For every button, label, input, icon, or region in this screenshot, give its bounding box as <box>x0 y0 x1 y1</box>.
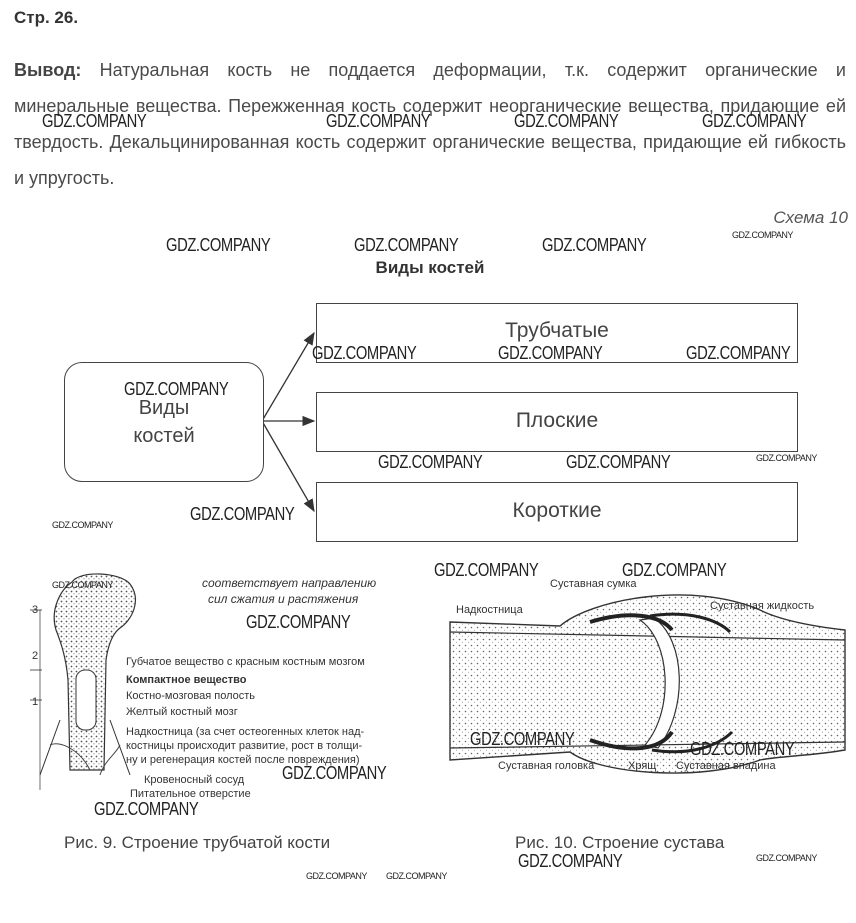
label-nutrient-foramen: Питательное отверстие <box>130 788 251 800</box>
watermark: GDZ.COMPANY <box>622 560 727 580</box>
arrow-to-tubular <box>261 331 315 422</box>
watermark: GDZ.COMPANY <box>190 504 295 524</box>
bone-part-number-1: 1 <box>32 696 39 708</box>
conclusion-paragraph: Вывод: Натуральная кость не поддается де… <box>14 52 846 196</box>
label-spongy-substance: Губчатое вещество с красным костным мозг… <box>126 656 365 668</box>
watermark: GDZ.COMPANY <box>732 230 793 240</box>
label-periosteum-1: Надкостница (за счет остеогенных клеток … <box>126 726 365 738</box>
source-line-2: костей <box>133 425 195 447</box>
figure-10-caption: Рис. 10. Строение сустава <box>515 833 725 852</box>
watermark: GDZ.COMPANY <box>542 235 647 255</box>
watermark: GDZ.COMPANY <box>282 763 387 783</box>
watermark: GDZ.COMPANY <box>756 453 817 463</box>
watermark: GDZ.COMPANY <box>702 111 807 131</box>
target-box-flat: Плоские <box>316 392 798 452</box>
label-blood-vessel: Кровеносный сосуд <box>144 774 245 786</box>
target-box-short: Короткие <box>316 482 798 542</box>
watermark: GDZ.COMPANY <box>52 580 113 590</box>
label-compact-substance: Компактное вещество <box>126 674 247 686</box>
tubular-bone-drawing <box>30 573 136 790</box>
figure-tubular-bone: 3 2 1 соответствует направлению сил сжат… <box>20 570 430 830</box>
page-number: Стр. 26. <box>14 8 79 27</box>
watermark: GDZ.COMPANY <box>690 739 795 759</box>
watermark: GDZ.COMPANY <box>756 853 817 863</box>
label-synovial-fluid: Суставная жидкость <box>710 600 815 612</box>
label-joint-head: Суставная головка <box>498 760 595 772</box>
watermark: GDZ.COMPANY <box>514 111 619 131</box>
watermark: GDZ.COMPANY <box>166 235 271 255</box>
watermark: GDZ.COMPANY <box>518 851 623 871</box>
fig9-top-text-2: сил сжатия и растяжения <box>208 592 359 606</box>
watermark: GDZ.COMPANY <box>94 799 199 819</box>
bone-part-number-3: 3 <box>32 604 39 616</box>
watermark: GDZ.COMPANY <box>686 343 791 363</box>
label-periosteum: Надкостница <box>456 604 523 616</box>
watermark: GDZ.COMPANY <box>124 379 229 399</box>
watermark: GDZ.COMPANY <box>354 235 459 255</box>
watermark: GDZ.COMPANY <box>378 452 483 472</box>
watermark: GDZ.COMPANY <box>42 111 147 131</box>
watermark: GDZ.COMPANY <box>306 871 367 881</box>
watermark: GDZ.COMPANY <box>498 343 603 363</box>
joint-drawing <box>449 594 846 774</box>
label-marrow-cavity: Костно-мозговая полость <box>126 690 256 702</box>
watermark: GDZ.COMPANY <box>386 871 447 881</box>
figure-joint: Суставная сумка Суставная жидкость Надко… <box>440 560 850 780</box>
conclusion-label: Вывод: <box>14 60 82 80</box>
conclusion-text: Натуральная кость не поддается деформаци… <box>14 60 846 188</box>
label-yellow-marrow: Желтый костный мозг <box>126 706 238 718</box>
target-box-tubular: Трубчатые <box>316 303 798 363</box>
label-joint-socket: Суставная впадина <box>676 760 776 772</box>
label-periosteum-3: ну и регенерация костей после повреждени… <box>126 754 360 766</box>
watermark: GDZ.COMPANY <box>434 560 539 580</box>
watermark: GDZ.COMPANY <box>52 520 113 530</box>
watermark: GDZ.COMPANY <box>326 111 431 131</box>
fig9-top-text-1: соответствует направлению <box>202 576 377 590</box>
scheme-label: Схема 10 <box>773 208 848 227</box>
watermark: GDZ.COMPANY <box>246 612 351 632</box>
watermark: GDZ.COMPANY <box>312 343 417 363</box>
figure-9-caption: Рис. 9. Строение трубчатой кости <box>64 833 331 852</box>
bone-types-source-box: Виды костей <box>64 362 264 482</box>
watermark: GDZ.COMPANY <box>470 729 575 749</box>
label-periosteum-2: костницы происходит развитие, рост в тол… <box>126 740 363 752</box>
watermark: GDZ.COMPANY <box>566 452 671 472</box>
label-cartilage: Хрящ <box>628 760 657 772</box>
source-line-1: Виды <box>138 397 190 419</box>
label-joint-capsule: Суставная сумка <box>550 578 637 590</box>
scheme-title: Виды костей <box>375 258 485 277</box>
bone-part-number-2: 2 <box>32 650 39 662</box>
arrow-to-short <box>261 420 315 513</box>
